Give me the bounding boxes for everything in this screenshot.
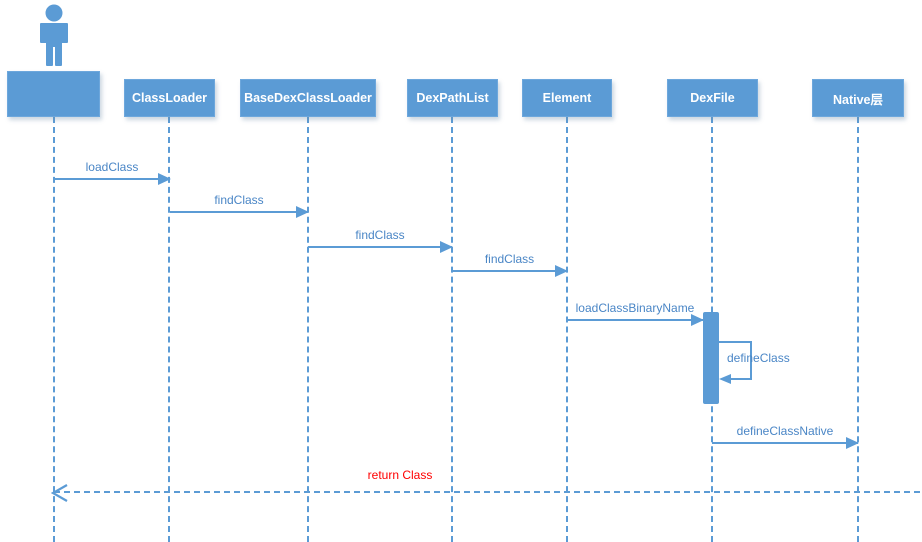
message-label: findClass (355, 228, 405, 242)
participant-label: ClassLoader (131, 91, 208, 105)
arrowhead-right-icon (846, 437, 859, 449)
arrow-line (567, 314, 704, 326)
lifeline-native (857, 117, 859, 542)
self-message-line (750, 341, 752, 380)
arrow-line (712, 437, 859, 449)
lifeline-classloader (168, 117, 170, 542)
message-label: loadClassBinaryName (575, 301, 695, 315)
message-label: findClass (214, 193, 264, 207)
participant-box-element: Element (522, 79, 612, 117)
arrowhead-left-icon (719, 374, 731, 384)
participant-label: DexPathList (416, 91, 489, 105)
participant-box-basedexclassloader: BaseDexClassLoader (240, 79, 376, 117)
self-message-line (730, 378, 752, 380)
participant-box-dexpathlist: DexPathList (407, 79, 498, 117)
arrowhead-right-icon (440, 241, 453, 253)
participant-label: Native层 (832, 92, 884, 107)
lifeline-element (566, 117, 568, 542)
arrow-line (170, 206, 309, 218)
lifeline-basedexclassloader (307, 117, 309, 542)
arrowhead-right-icon (296, 206, 309, 218)
message-label: defineClassNative (736, 424, 834, 438)
participant-label: DexFile (690, 91, 735, 105)
arrowhead-right-icon (691, 314, 704, 326)
arrowhead-right-icon (555, 265, 568, 277)
message-findclass-1: findClass (170, 192, 309, 218)
message-label: findClass (484, 252, 535, 266)
message-label: loadClass (85, 160, 139, 174)
actor-icon (40, 4, 68, 66)
lifeline-dexpathlist (451, 117, 453, 542)
message-label: defineClass (727, 351, 790, 365)
message-findclass-2: findClass (308, 227, 453, 253)
arrow-line (54, 173, 171, 185)
lifeline-actor (53, 117, 55, 542)
participant-box-dexfile: DexFile (667, 79, 758, 117)
participant-box-actor (7, 71, 100, 117)
participant-label: BaseDexClassLoader (244, 91, 372, 105)
arrow-line (452, 265, 568, 277)
activation-bar (703, 312, 719, 404)
participant-box-native: Native层 (812, 79, 904, 117)
self-message-line (719, 341, 752, 343)
message-loadclass: loadClass (54, 159, 171, 185)
return-message-label: return Class (367, 468, 433, 482)
arrow-line (308, 241, 453, 253)
arrowhead-right-icon (158, 173, 171, 185)
participant-label: Element (542, 91, 592, 105)
return-arrow-line (51, 484, 920, 502)
message-findclass-3: findClass (452, 251, 568, 277)
message-loadclassbinaryname: loadClassBinaryName (567, 300, 704, 326)
participant-box-classloader: ClassLoader (124, 79, 215, 117)
open-arrowhead-left-icon (51, 484, 68, 502)
message-defineclassnative: defineClassNative (712, 423, 859, 449)
